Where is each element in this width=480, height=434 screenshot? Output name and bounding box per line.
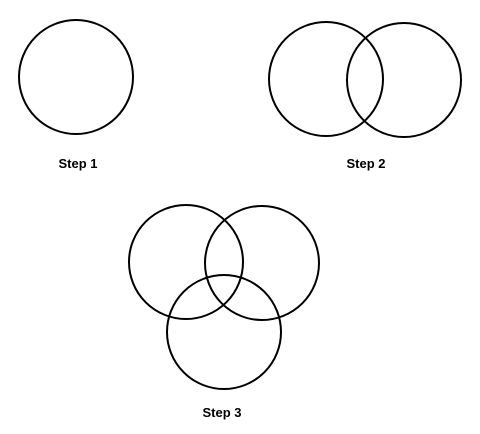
step-3-label: Step 3 [202, 405, 241, 420]
step-2-group: Step 2 [268, 21, 462, 171]
step-3-group: Step 3 [128, 204, 320, 420]
step-2-circle-right [346, 22, 462, 138]
step-1-group: Step 1 [18, 19, 134, 171]
step-2-label: Step 2 [346, 156, 385, 171]
step-3-circle-bottom [166, 274, 282, 390]
step-1-circle [18, 19, 134, 135]
step-2-circle-left [268, 21, 384, 137]
step-1-label: Step 1 [58, 156, 97, 171]
step-3-circle-top-left [128, 204, 244, 320]
step-3-circle-top-right [204, 205, 320, 321]
